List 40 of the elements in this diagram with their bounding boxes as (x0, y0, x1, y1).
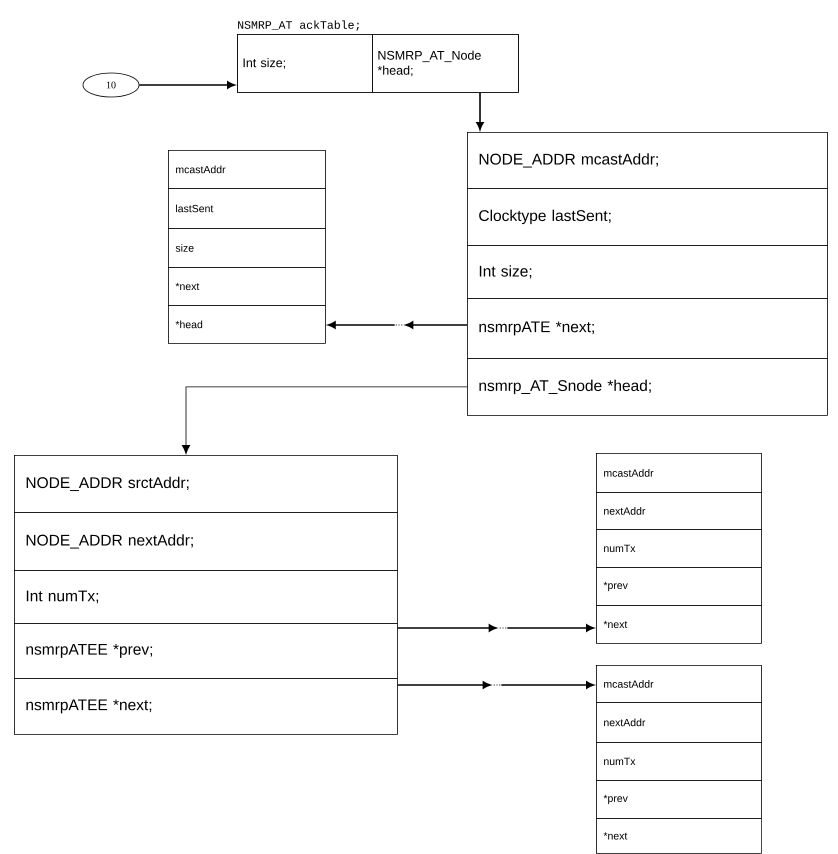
struct-field-cell: Int size; (467, 245, 828, 299)
struct-field-cell: NODE_ADDR mcastAddr; (467, 132, 828, 189)
ellipsis: ... (396, 324, 402, 326)
field-cell: nextAddr (596, 702, 762, 743)
struct-field-cell: nsmrpATE *next; (467, 298, 828, 359)
field-cell: *head (168, 305, 326, 344)
struct-field-cell: Clocktype lastSent; (467, 188, 828, 246)
field-cell: *prev (596, 780, 762, 819)
arrow (328, 321, 395, 329)
field-cell: mcastAddr (596, 665, 762, 703)
struct-field-cell: Int size; (237, 34, 373, 93)
arrow (476, 92, 484, 130)
node-label: NSMRP_AT ackTable; (238, 20, 359, 31)
arrow (501, 681, 594, 689)
arrow (398, 624, 497, 632)
field-cell: numTx (596, 529, 762, 568)
field-cell: lastSent (168, 188, 326, 229)
field-cell: size (168, 228, 326, 268)
struct-field-cell: NODE_ADDR srctAddr; (14, 455, 398, 513)
ellipsis: ... (494, 684, 500, 686)
arrow (182, 386, 468, 454)
struct-field-cell: NSMRP_AT_Node *head; (372, 34, 519, 93)
arrow (507, 624, 594, 632)
field-cell: *prev (596, 567, 762, 606)
field-cell: numTx (596, 742, 762, 781)
arrow (139, 81, 236, 89)
struct-field-cell: NODE_ADDR nextAddr; (14, 512, 398, 571)
arrow (398, 681, 491, 689)
struct-field-cell: Int numTx; (14, 570, 398, 624)
ellipsis: ... (500, 627, 506, 629)
field-cell: nextAddr (596, 492, 762, 530)
struct-field-cell: nsmrpATEE *next; (14, 678, 398, 735)
field-cell: *next (168, 267, 326, 306)
field-cell: mcastAddr (168, 150, 326, 189)
struct-field-cell: nsmrp_AT_Snode *head; (467, 358, 828, 416)
field-cell: *next (596, 605, 762, 644)
struct-field-cell: nsmrpATEE *prev; (14, 623, 398, 679)
arrow (405, 321, 467, 329)
field-cell: mcastAddr (596, 453, 762, 493)
field-cell: *next (596, 818, 762, 854)
